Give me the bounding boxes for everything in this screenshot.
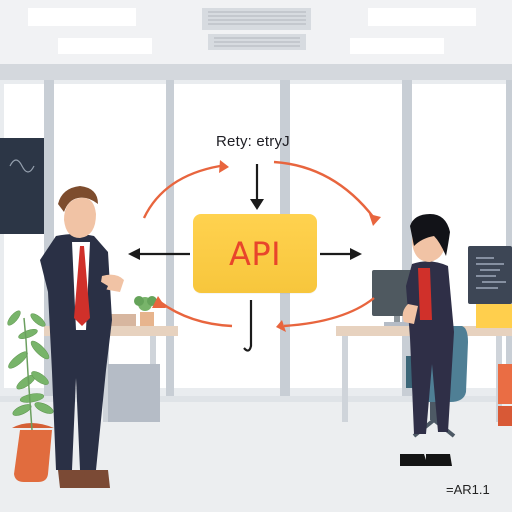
api-label: API <box>228 234 282 273</box>
left-whiteboard <box>0 138 44 234</box>
flow-arrows <box>134 164 356 352</box>
ceiling-light-left-2 <box>58 38 152 54</box>
man-standing <box>40 186 124 488</box>
left-desk-top <box>44 326 178 336</box>
cycle-arrowheads <box>152 160 381 332</box>
monitor-right <box>372 270 416 316</box>
ceiling-light-left <box>28 8 136 26</box>
ceiling-light-right-2 <box>350 38 444 54</box>
api-box: API <box>193 214 317 293</box>
woman-standing <box>400 214 454 466</box>
code-monitor <box>468 246 512 304</box>
plant-pot <box>14 430 52 482</box>
window-panes <box>4 84 506 388</box>
ceiling-vent <box>202 8 311 30</box>
floor-line <box>0 396 512 402</box>
retry-label: Rety: etryJ <box>216 133 290 150</box>
footer-code: =AR1.1 <box>446 482 490 497</box>
left-cabinet <box>108 364 160 422</box>
window-top-frame <box>0 64 512 80</box>
flow-arrowheads <box>128 199 362 260</box>
cycle-arrows <box>142 160 375 328</box>
ceiling-light-right <box>368 8 476 26</box>
